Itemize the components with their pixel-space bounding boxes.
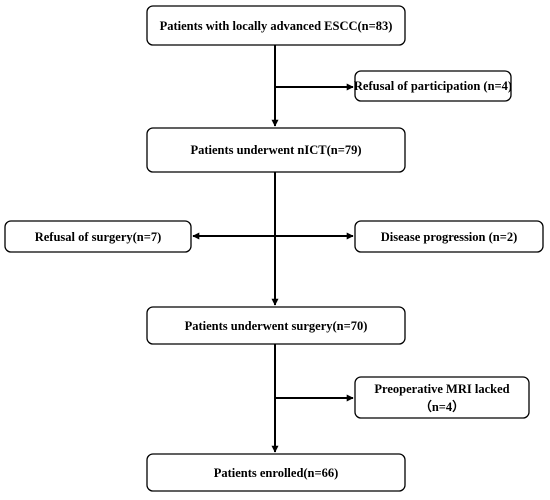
node-box-mri-lacked [354, 376, 530, 419]
node-label-disease-progression: Disease progression (n=2) [381, 230, 518, 244]
node-box-enrolled [146, 453, 406, 492]
node-box-disease-progression [354, 220, 544, 253]
node-label-refusal-surgery: Refusal of surgery(n=7) [35, 230, 162, 244]
node-enrolled: Patients enrolled(n=66) [146, 453, 406, 492]
node-screened: Patients with locally advanced ESCC(n=83… [146, 5, 406, 46]
node-label-surgery: Patients underwent surgery(n=70) [185, 319, 368, 333]
node-refusal-participation: Refusal of participation (n=4) [354, 70, 512, 102]
node-box-screened [146, 5, 406, 46]
node-label-mri-lacked-line1: Preoperative MRI lacked [374, 382, 509, 396]
connectors [192, 45, 354, 453]
node-box-refusal-participation [354, 70, 512, 102]
node-label-refusal-participation: Refusal of participation (n=4) [354, 79, 512, 93]
node-label-mri-lacked-line2: （n=4） [419, 399, 464, 414]
node-nict: Patients underwent nICT(n=79) [146, 127, 406, 173]
node-label-screened: Patients with locally advanced ESCC(n=83… [160, 19, 393, 33]
node-label-enrolled: Patients enrolled(n=66) [214, 466, 339, 480]
node-disease-progression: Disease progression (n=2) [354, 220, 544, 253]
node-refusal-surgery: Refusal of surgery(n=7) [4, 220, 192, 253]
node-mri-lacked: Preoperative MRI lacked （n=4） [354, 376, 530, 419]
node-box-nict [146, 127, 406, 173]
node-box-refusal-surgery [4, 220, 192, 253]
node-surgery: Patients underwent surgery(n=70) [146, 306, 406, 345]
node-box-surgery [146, 306, 406, 345]
node-label-nict: Patients underwent nICT(n=79) [190, 143, 361, 157]
